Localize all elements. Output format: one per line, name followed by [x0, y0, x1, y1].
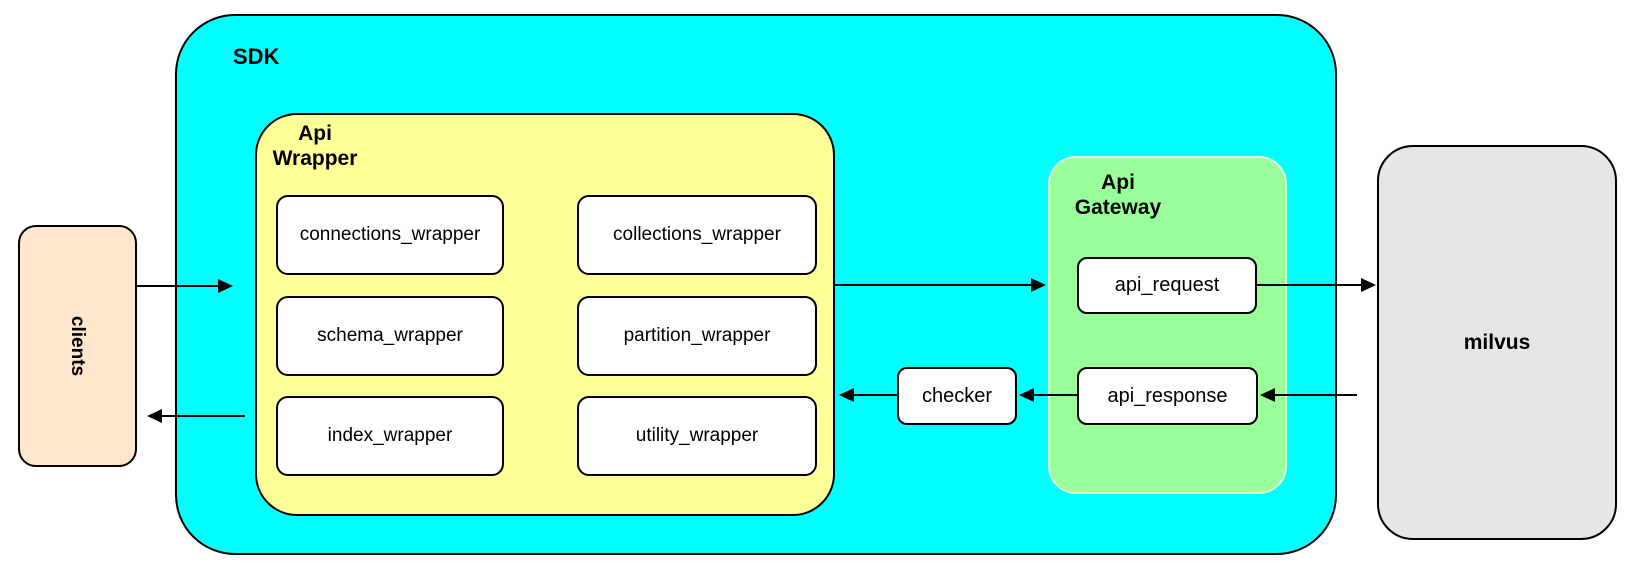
arrow-clients-to-sdk: [137, 279, 233, 293]
arrow-line: [851, 394, 897, 396]
arrow-milvus-to-response: [1260, 388, 1357, 402]
node-checker: checker: [897, 367, 1017, 425]
node-api-response: api_response: [1077, 367, 1258, 425]
api-gateway-label-line1: Api: [1101, 171, 1135, 194]
node-schema-wrapper: schema_wrapper: [276, 296, 504, 376]
arrowhead-left-icon: [1260, 388, 1275, 402]
arrowhead-right-icon: [218, 279, 233, 293]
arrow-line: [1272, 394, 1357, 396]
node-utility-wrapper: utility_wrapper: [577, 396, 817, 476]
arrow-request-to-milvus: [1257, 278, 1376, 292]
api-gateway-label-line2: Gateway: [1074, 196, 1162, 219]
node-api-request: api_request: [1077, 257, 1257, 314]
node-index-wrapper: index_wrapper: [276, 396, 504, 476]
arrow-checker-to-wrapper: [839, 388, 897, 402]
arrowhead-left-icon: [839, 388, 854, 402]
clients-label: clients: [67, 315, 89, 377]
arrow-line: [1031, 394, 1079, 396]
milvus-label: milvus: [1463, 330, 1531, 354]
api-gateway-label: Api Gateway: [1066, 170, 1170, 220]
node-connections-wrapper: connections_wrapper: [276, 195, 504, 275]
node-collections-wrapper: collections_wrapper: [577, 195, 817, 275]
milvus-node: milvus: [1377, 145, 1617, 540]
arrow-line: [159, 415, 245, 417]
arrow-line: [137, 285, 221, 287]
arrow-line: [835, 284, 1034, 286]
api-gateway-container: Api Gateway: [1048, 156, 1287, 494]
arrowhead-right-icon: [1031, 278, 1046, 292]
arrowhead-right-icon: [1361, 278, 1376, 292]
arrow-response-to-checker: [1019, 388, 1079, 402]
sdk-label: SDK: [233, 44, 280, 69]
arrow-sdk-to-clients: [147, 409, 245, 423]
arrowhead-left-icon: [147, 409, 162, 423]
clients-node: clients: [18, 225, 137, 467]
api-wrapper-label-line1: Api: [298, 122, 332, 145]
api-wrapper-label-line2: Wrapper: [272, 147, 358, 170]
node-partition-wrapper: partition_wrapper: [577, 296, 817, 376]
arrow-wrapper-to-gateway: [835, 278, 1046, 292]
arrow-line: [1257, 284, 1364, 286]
arrowhead-left-icon: [1019, 388, 1034, 402]
api-wrapper-label: Api Wrapper: [265, 121, 365, 171]
